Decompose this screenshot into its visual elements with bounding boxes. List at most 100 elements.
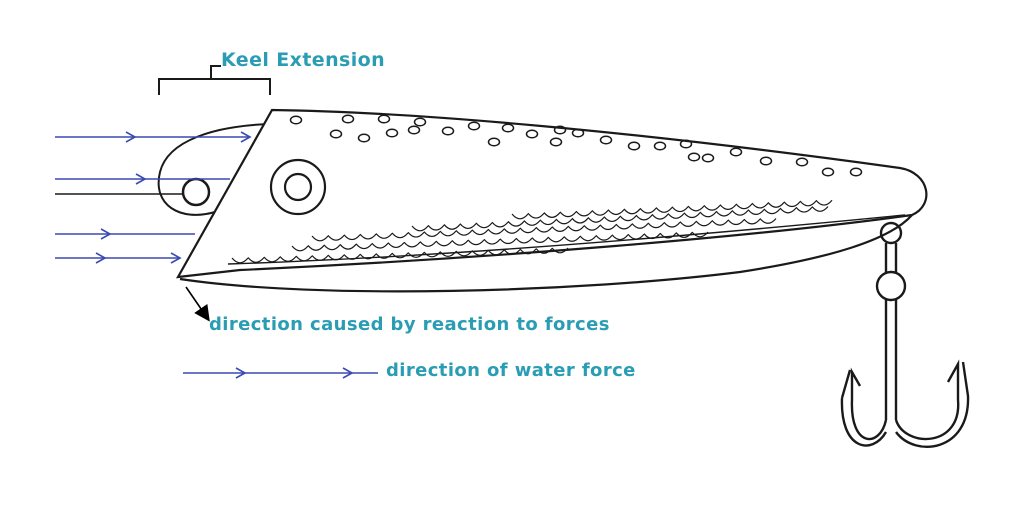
lure-scale [695,220,713,227]
lure-scale [459,223,477,230]
lure-scale [403,241,421,248]
lure-scale [751,202,769,209]
lure-scale [571,217,589,224]
lure-scale [591,209,609,216]
lure-scale [323,244,341,251]
lure-scale [675,232,693,238]
lure-scale [595,234,613,241]
lure-scale [615,223,633,230]
lure-scale [407,252,425,258]
lure-scale [683,212,701,219]
lure-scale [295,255,313,262]
lure-scale [499,238,517,245]
lure-scale [551,247,569,254]
lure-scale [551,226,569,233]
lure-scale [747,209,765,216]
lure-scale [443,224,461,230]
lure-scale [471,229,489,236]
lure-scale [279,256,297,262]
lure-scale [679,221,697,227]
lure-spot [599,135,613,145]
lure-scale [291,245,309,252]
lure-scale [655,207,673,213]
lure-scale [539,219,557,226]
lure-spot [377,114,391,124]
lure-scale [583,224,601,231]
lure-spots [289,114,863,177]
keel-extension-plate [157,123,271,216]
lure-spot [407,125,421,135]
lure-scale [487,228,505,235]
lure-spot [679,139,693,149]
lure-scale [559,211,577,218]
lure-scale [575,210,593,217]
lure-scales [231,199,833,264]
treble-hook [840,221,970,448]
lure-spot [571,128,585,138]
lure-spot [687,152,701,162]
lure-scale [567,225,585,232]
lure-scale [587,217,605,223]
lure-scale [671,206,689,213]
lure-scale [371,242,389,249]
lure-scale [687,205,705,212]
lure-scale [451,240,469,246]
lure-scale [467,239,485,246]
lure-scale [387,242,405,249]
lure-spot [795,157,809,167]
lure-scale [603,216,621,223]
lure-scale [635,214,653,221]
lure-scale [231,257,249,264]
water-flow-arrows [55,131,252,264]
lure-scale [519,248,537,255]
lure-scale [767,202,785,208]
lure-scale [623,208,641,215]
lure-scale [611,234,629,241]
lure-scale [247,257,265,263]
lure-scale [483,238,501,245]
lure-scale [419,241,437,247]
reaction-arrow [185,286,210,322]
water-force-label: direction of water force [386,360,636,381]
lure-spot [549,137,563,147]
lure-body-belly [179,214,913,293]
lure-scale [811,206,829,212]
lure-scale [355,243,373,250]
lure-scale [643,233,661,240]
lure-scale [699,211,717,218]
lure-spot [357,133,371,143]
lure-scale [715,210,733,217]
lure-spot [729,147,743,157]
lure-scale [651,213,669,220]
lure-scale [743,218,761,225]
lure-scale [423,251,441,258]
lure-scale [727,219,745,226]
lure-spot [341,114,355,124]
lure-scale [735,203,753,210]
lure-scale [519,227,537,234]
lure-scale [359,233,377,240]
lure-scale [391,252,409,259]
lure-scale [795,206,813,213]
lure-scale [535,248,553,254]
lure-scale [627,233,645,240]
lure-scale [799,200,817,207]
lure-scale [455,250,473,257]
lure-spot [821,167,835,177]
lure-spot [385,128,399,138]
lure-scale [375,253,393,259]
lure-scale [599,224,617,231]
lure-spot [441,126,455,136]
lure-scale [339,243,357,250]
lure-body-top [175,108,928,279]
lure-scale [343,254,361,260]
lure-scale [439,251,457,257]
lure-scale [763,208,781,215]
lure-scale [439,230,457,237]
lure-scale [343,234,361,241]
lure-spot [329,129,343,139]
lure-scale [359,253,377,260]
lure-scale [411,225,429,232]
lure-scale [535,226,553,233]
lure-scale [263,256,281,263]
